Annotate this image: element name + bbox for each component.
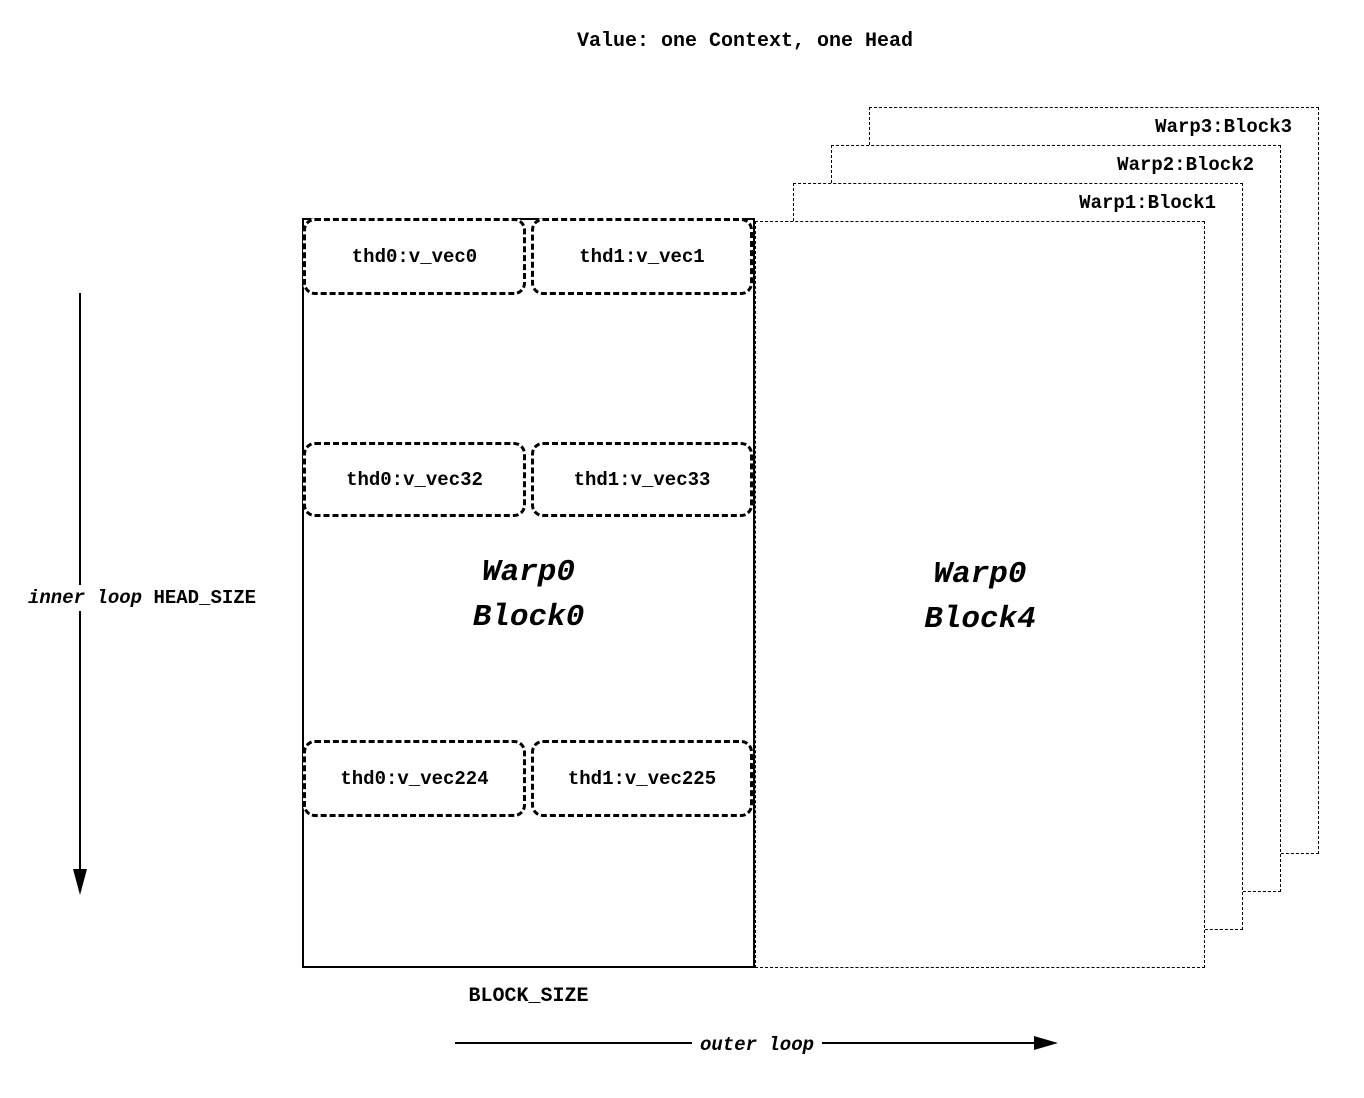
inner-loop-axis-label: inner loop HEAD_SIZE xyxy=(24,585,261,611)
thread-cell-v-vec1: thd1:v_vec1 xyxy=(531,218,753,295)
warp0-block0-rect: Warp0 Block0 xyxy=(302,218,755,968)
warp0-block0-label: Warp0 Block0 xyxy=(304,550,753,640)
inner-loop-text: inner loop xyxy=(28,587,143,609)
inner-loop-arrow xyxy=(73,293,87,895)
warp0-block4-label: Warp0 Block4 xyxy=(756,552,1204,642)
warp1-block1-label: Warp1:Block1 xyxy=(1079,192,1216,214)
warp0-block4-label-line2: Block4 xyxy=(924,602,1036,637)
thread-cell-v-vec224: thd0:v_vec224 xyxy=(303,740,526,817)
diagram-title: Value: one Context, one Head xyxy=(576,30,914,53)
warp0-block0-label-line2: Block0 xyxy=(472,600,585,635)
warp3-block3-label: Warp3:Block3 xyxy=(1155,116,1292,138)
block-size-label: BLOCK_SIZE xyxy=(468,985,589,1008)
thread-cell-v-vec33: thd1:v_vec33 xyxy=(531,442,753,517)
warp0-block0-label-line1: Warp0 xyxy=(481,555,575,590)
warp2-block2-label: Warp2:Block2 xyxy=(1117,154,1254,176)
thread-cell-v-vec225: thd1:v_vec225 xyxy=(531,740,753,817)
thread-cell-v-vec32: thd0:v_vec32 xyxy=(303,442,526,517)
thread-cell-v-vec0: thd0:v_vec0 xyxy=(303,218,526,295)
warp0-block4-rect: Warp0 Block4 xyxy=(755,221,1205,968)
warp0-block4-label-line1: Warp0 xyxy=(933,557,1027,592)
outer-loop-axis-label: outer loop xyxy=(691,1034,823,1056)
head-size-text: HEAD_SIZE xyxy=(153,587,257,609)
